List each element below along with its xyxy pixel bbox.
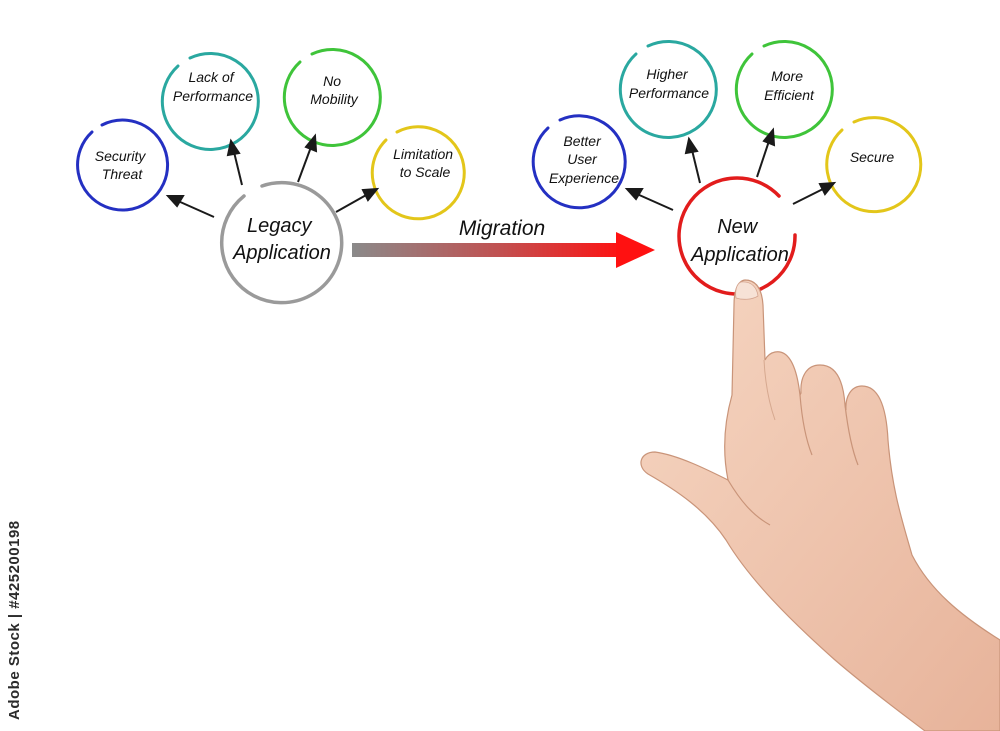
arrow-to-more-efficient [757, 130, 774, 177]
no-mobility-label: No Mobility [310, 73, 358, 107]
arrow-to-no-mobility [298, 136, 316, 182]
circle-better-user-experience: Better User Experience [533, 116, 625, 208]
legacy-application-label: Legacy Application [232, 215, 331, 264]
arrow-to-secure [793, 183, 834, 204]
higher-performance-label: Higher Performance [629, 66, 709, 101]
arrow-to-higher-performance [686, 139, 700, 183]
security-threat-label: Security Threat [95, 148, 149, 182]
arrow-to-lack-of-performance [228, 141, 242, 185]
migration-arrow: Migration [352, 217, 655, 268]
arrow-to-limitation-to-scale [336, 189, 377, 212]
circle-secure: Secure [827, 118, 921, 212]
circle-limitation-to-scale: Limitation to Scale [372, 127, 464, 219]
new-application-label: New Application [690, 216, 789, 266]
stock-watermark-id: Adobe Stock | #425200198 [6, 490, 23, 720]
new-app-arrows [627, 130, 834, 210]
circle-security-threat: Security Threat [78, 120, 168, 210]
arrow-to-security-threat [168, 196, 214, 217]
circle-lack-of-performance: Lack of Performance [162, 53, 258, 149]
migration-label: Migration [459, 217, 545, 240]
circle-legacy-application: Legacy Application [222, 183, 342, 303]
arrow-to-better-user-experience [627, 189, 673, 210]
limitation-to-scale-label: Limitation to Scale [393, 146, 457, 180]
pointing-hand-image [641, 280, 1000, 731]
circle-more-efficient: More Efficient [736, 41, 832, 137]
circle-new-application: New Application [679, 178, 795, 294]
better-user-experience-label: Better User Experience [549, 133, 619, 186]
circle-no-mobility: No Mobility [284, 49, 380, 145]
circle-higher-performance: Higher Performance [620, 41, 716, 137]
more-efficient-label: More Efficient [764, 68, 815, 103]
lack-of-performance-label: Lack of Performance [173, 69, 253, 104]
secure-label: Secure [850, 149, 895, 165]
